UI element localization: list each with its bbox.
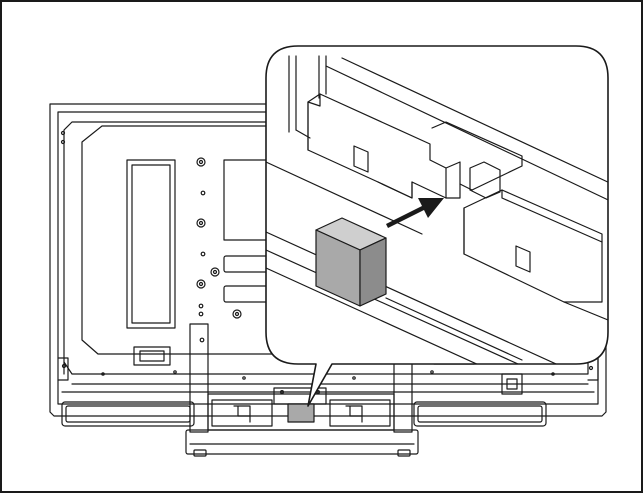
bracket-tab [469, 161, 501, 199]
hole [352, 376, 356, 380]
speaker-left [61, 401, 195, 427]
hole [199, 337, 205, 343]
side-connector [501, 373, 523, 395]
hole [588, 365, 594, 371]
hole [280, 390, 285, 395]
screw [196, 218, 206, 228]
hole [200, 251, 206, 257]
lower-frame [57, 357, 69, 381]
stand-foot-right [397, 449, 411, 457]
bottom-left-port-inner [139, 350, 165, 362]
left-recess [126, 159, 176, 329]
connector-cover-block [315, 217, 387, 307]
hole [200, 190, 206, 196]
center-slot-1 [223, 255, 269, 273]
cover-block-small [287, 403, 315, 423]
screw [198, 220, 204, 226]
hole [60, 130, 66, 136]
stand-bracket-right [345, 405, 363, 423]
screw [196, 279, 206, 289]
screw [210, 267, 220, 277]
bracket-housing-left-edge [307, 93, 321, 151]
magnified-view [266, 55, 608, 364]
stand-bracket-left [233, 405, 251, 423]
hole [60, 139, 66, 145]
left-recess-inner [131, 164, 171, 324]
stand [185, 323, 419, 457]
chassis-line [325, 65, 608, 217]
stand-panel-left [211, 399, 273, 427]
bracket-slot-right [515, 245, 531, 273]
bottom-left-port [133, 346, 171, 366]
chassis-line [266, 267, 583, 364]
hole [430, 370, 434, 374]
bracket-housing-right-lower-edge [463, 189, 603, 255]
chassis-line [385, 297, 523, 361]
center-plate [223, 159, 269, 241]
arrow-icon [386, 198, 444, 228]
stand-foot-left [193, 449, 207, 457]
cover-block-side [359, 237, 387, 307]
hole [198, 311, 204, 317]
speaker-right [413, 401, 547, 427]
chassis-line [563, 301, 608, 321]
speaker-right-inner [417, 405, 543, 423]
stand-panel-right [329, 399, 391, 427]
hole [198, 303, 204, 309]
hole [242, 376, 246, 380]
bracket-slot-left [353, 145, 369, 173]
side-connector-inner [506, 378, 518, 390]
installed-cover [273, 387, 327, 423]
chassis-line [341, 57, 608, 199]
screw [198, 281, 204, 287]
hole [101, 372, 105, 376]
stand-base [185, 429, 419, 455]
screw [198, 159, 204, 165]
hole [61, 363, 67, 369]
stand-post-left [189, 323, 209, 433]
screw [234, 311, 240, 317]
screw [196, 157, 206, 167]
hole [551, 372, 555, 376]
bracket-notch [377, 161, 461, 199]
screw [212, 269, 218, 275]
hole [173, 370, 177, 374]
callout-bubble [265, 45, 609, 407]
center-slot-2 [223, 285, 269, 303]
speaker-left-inner [65, 405, 191, 423]
screw [232, 309, 242, 319]
callout-outline [265, 45, 609, 407]
